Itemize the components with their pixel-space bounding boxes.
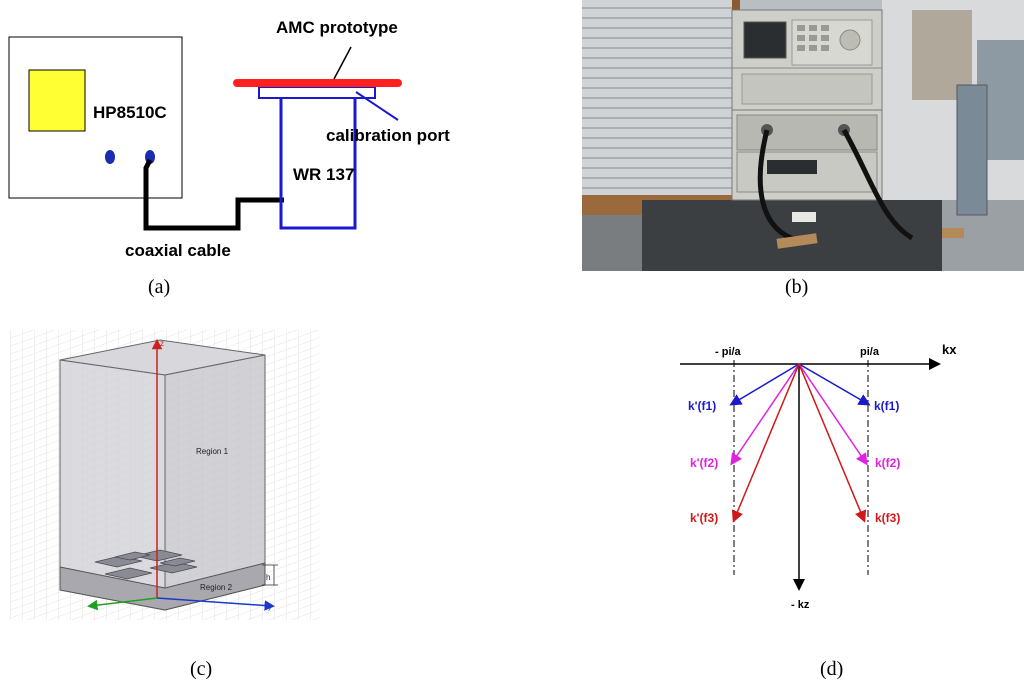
- bench: [642, 200, 942, 271]
- x-axis: [87, 597, 158, 611]
- panel-d-wavevector-diagram: kx - kz - pi/a pi/a k'(f1) k(f1) k'(f2) …: [670, 330, 970, 620]
- cable-label: coaxial cable: [125, 241, 231, 260]
- waveguide-label: WR 137: [293, 165, 354, 184]
- caption-a: (a): [148, 276, 171, 298]
- analyzer-screen: [28, 69, 86, 132]
- h-label: h: [266, 573, 270, 582]
- y-axis-label: y: [268, 602, 272, 611]
- calibration-pointer: [355, 91, 399, 121]
- instrument-display: [743, 21, 787, 59]
- left-limit-label: - pi/a: [715, 346, 742, 358]
- vector-left-f2: [730, 363, 800, 466]
- waveguide-wr137: [279, 98, 357, 230]
- vector-left-f1: [729, 363, 800, 406]
- label-left-f1: k'(f1): [688, 399, 716, 413]
- caption-b: (b): [785, 276, 809, 298]
- analyzer-label: HP8510C: [93, 103, 167, 122]
- vector-left-f3: [731, 363, 800, 523]
- z-axis-label: z: [160, 339, 164, 348]
- vector-right-f3: [798, 363, 867, 523]
- amc-patches: [94, 549, 198, 580]
- analyzer-port-1: [105, 150, 115, 164]
- photo-prototype: [776, 233, 818, 249]
- caption-c: (c): [190, 658, 213, 680]
- label-right-f3: k(f3): [875, 511, 900, 525]
- label-right-f2: k(f2): [875, 456, 900, 470]
- vector-right-f2: [798, 363, 868, 466]
- region1-label: Region 1: [196, 447, 229, 456]
- label-left-f2: k'(f2): [690, 456, 718, 470]
- panel-a-measurement-schematic: HP8510C AMC prototype calibration port W…: [0, 0, 460, 270]
- kz-axis-label: - kz: [791, 599, 810, 611]
- region2-label: Region 2: [200, 583, 233, 592]
- panel-b-lab-photo: [582, 0, 1024, 271]
- y-axis: [156, 597, 275, 611]
- label-right-f1: k(f1): [874, 399, 899, 413]
- vector-right-f1: [798, 363, 871, 406]
- blind-slats: [582, 7, 732, 189]
- right-limit-label: pi/a: [860, 346, 880, 358]
- label-left-f3: k'(f3): [690, 511, 718, 525]
- caption-d: (d): [820, 658, 844, 680]
- calibration-label: calibration port: [326, 126, 450, 145]
- photo-cables: [757, 128, 914, 243]
- coaxial-cable: [143, 158, 284, 231]
- panel-c-simulation-model: z y Region 1 Region 2 h: [10, 330, 320, 620]
- kx-axis-label: kx: [942, 342, 957, 357]
- amc-label: AMC prototype: [276, 18, 398, 37]
- amc-pointer: [333, 46, 352, 80]
